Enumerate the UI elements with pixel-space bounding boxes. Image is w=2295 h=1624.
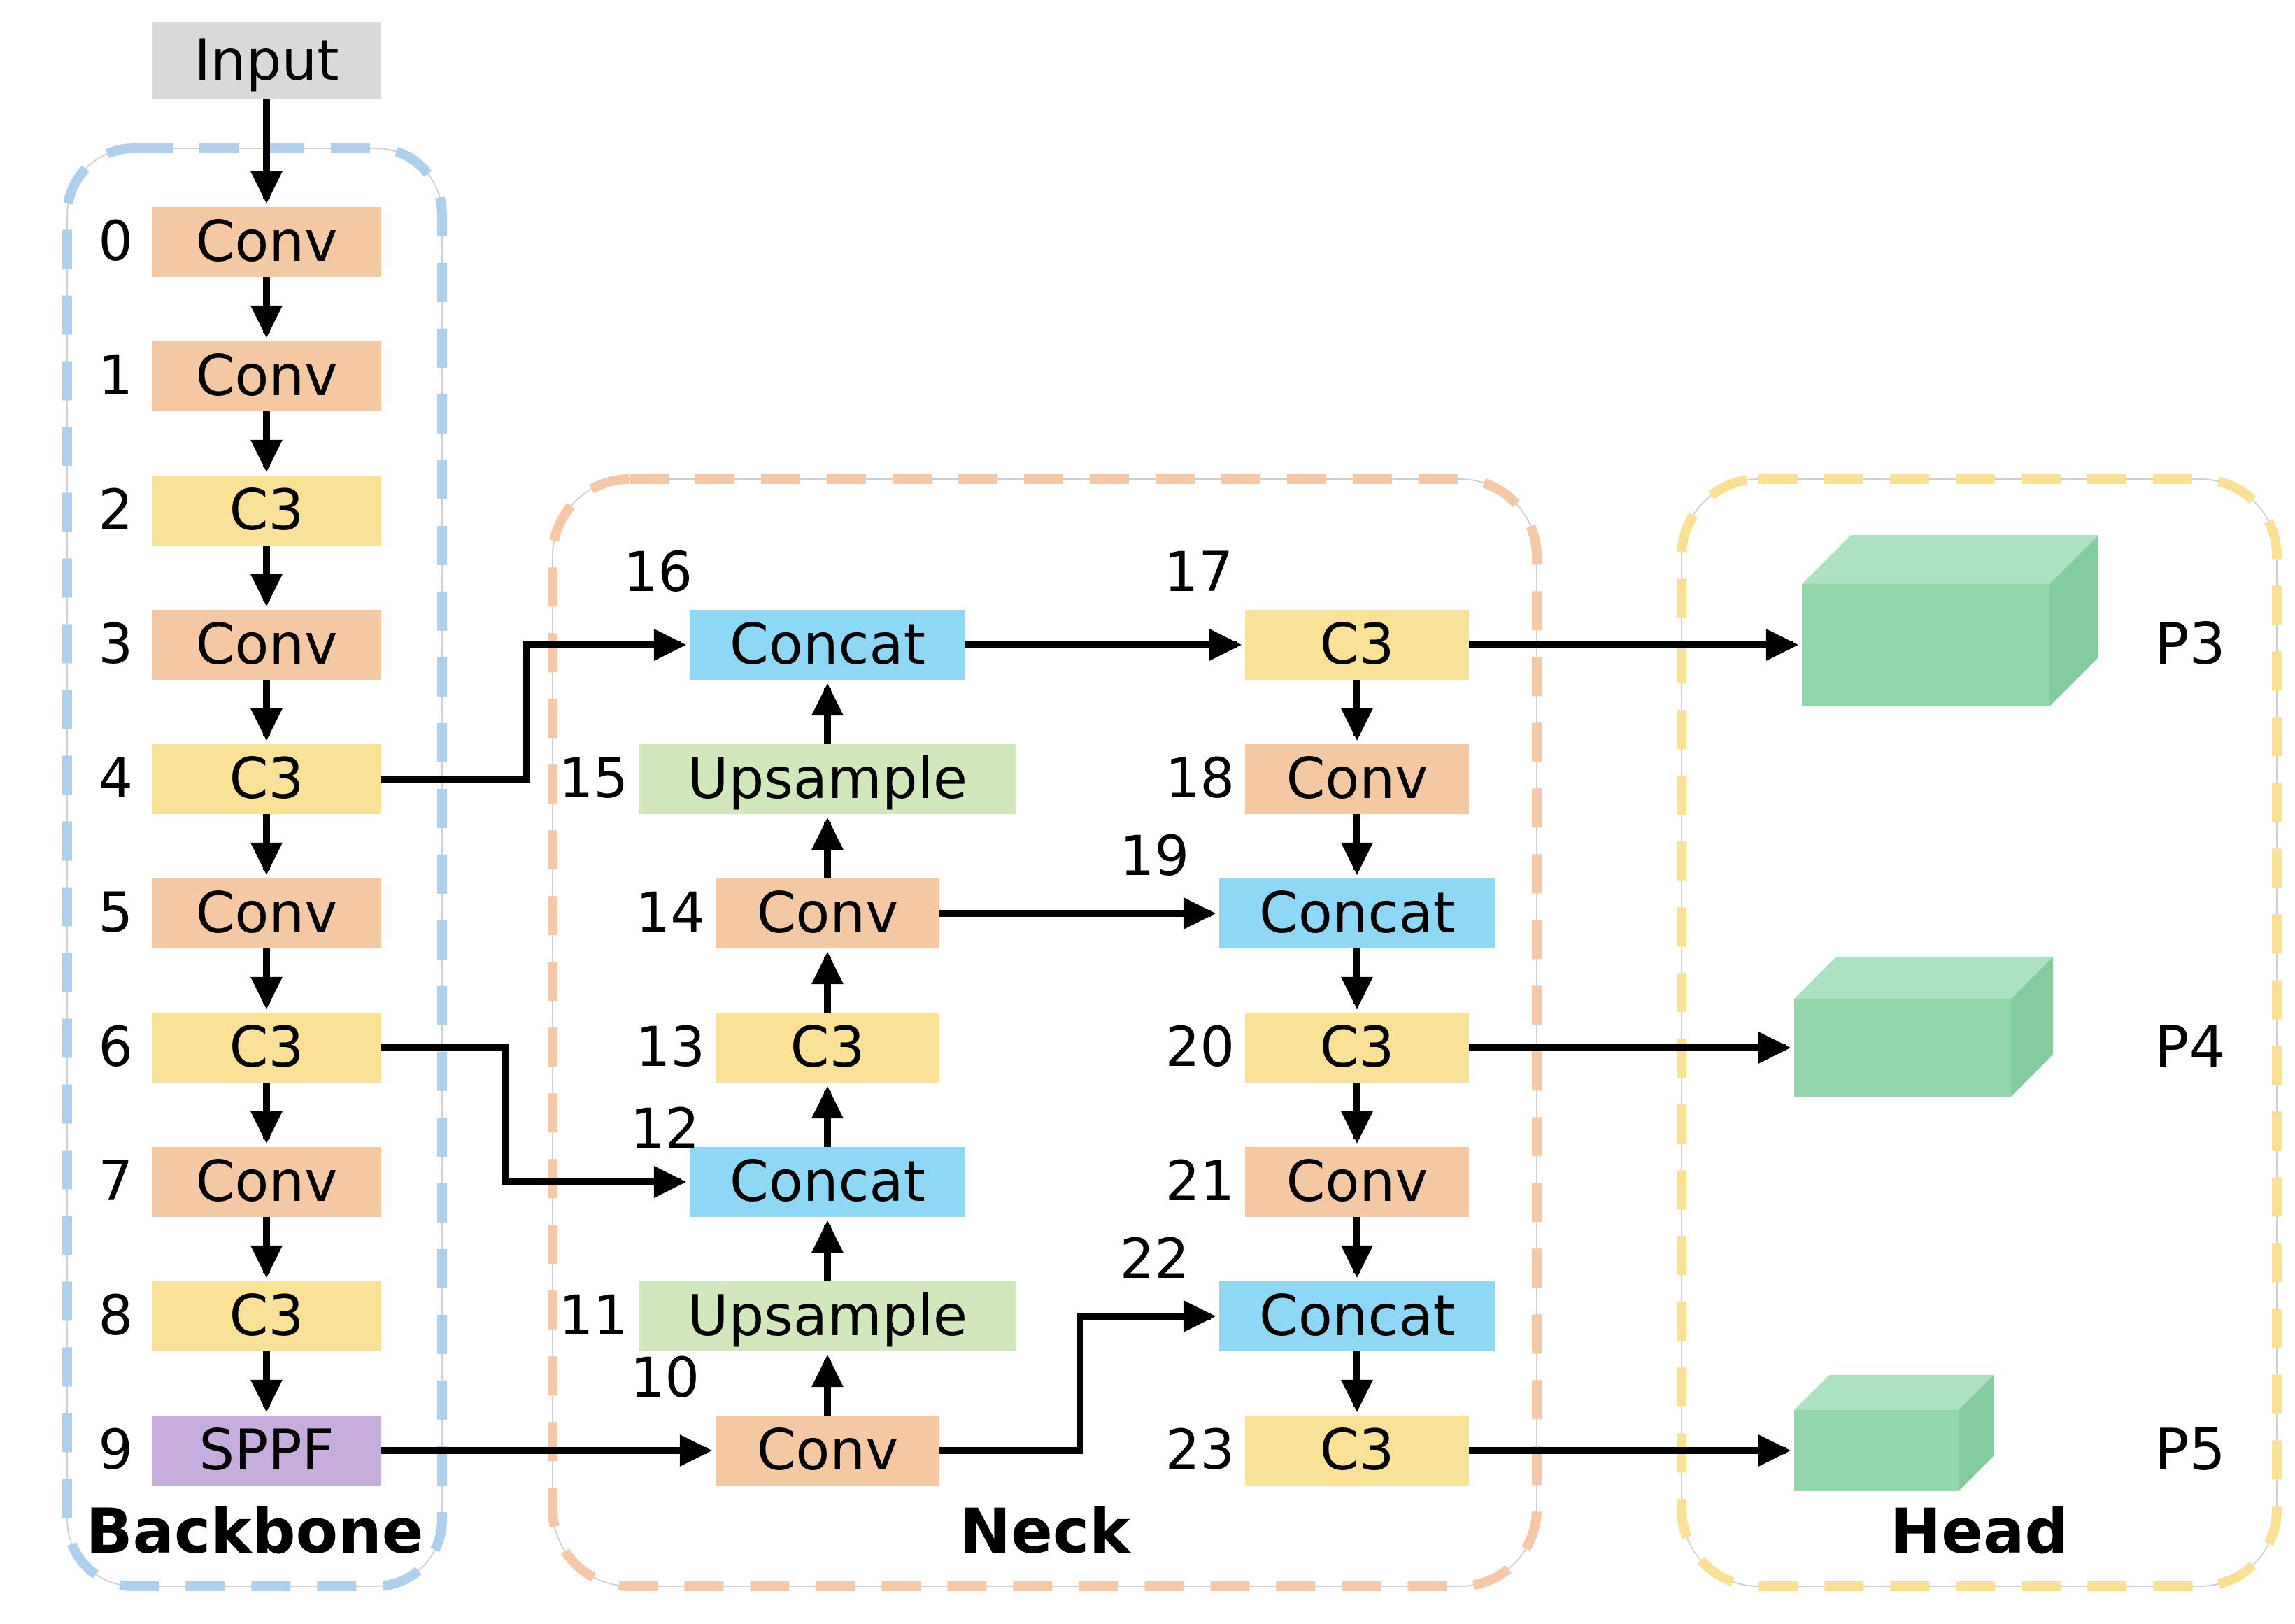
node-19-concat: Concat <box>1219 878 1495 948</box>
node-1-index: 1 <box>98 345 133 408</box>
node-2-c3: C3 <box>152 476 381 546</box>
node-8-c3: C3 <box>152 1281 381 1351</box>
edge-10-22 <box>939 1300 1216 1454</box>
node-13-index: 13 <box>635 1016 705 1079</box>
node-13-c3: C3 <box>716 1013 939 1083</box>
node-19-index: 19 <box>1119 825 1189 888</box>
head-container <box>1677 474 2282 1591</box>
node-9-sppf: SPPF <box>152 1416 381 1486</box>
node-12-concat: Concat <box>690 1147 965 1217</box>
node-15-index: 15 <box>558 748 628 811</box>
node-21-index: 21 <box>1165 1151 1235 1213</box>
p4-feature-cuboid <box>1794 957 2053 1097</box>
node-8-index: 8 <box>98 1285 133 1348</box>
node-2-index: 2 <box>98 479 133 542</box>
node-3-index: 3 <box>98 613 133 676</box>
p3-feature-cuboid <box>1802 535 2098 706</box>
node-12-index: 12 <box>630 1098 699 1161</box>
node-20-c3: C3 <box>1245 1013 1469 1083</box>
node-4-index: 4 <box>98 748 133 811</box>
node-16-concat: Concat <box>690 610 965 680</box>
node-11-index: 11 <box>558 1285 628 1348</box>
node-17-index: 17 <box>1163 541 1233 604</box>
head-title: Head <box>1889 1495 2069 1567</box>
node-14-index: 14 <box>635 882 705 945</box>
node-10-conv: Conv <box>716 1416 939 1486</box>
node-0-index: 0 <box>98 211 133 273</box>
node-6-c3: C3 <box>152 1013 381 1083</box>
p5-label: P5 <box>2154 1417 2226 1483</box>
p4-label: P4 <box>2154 1014 2226 1081</box>
node-16-index: 16 <box>623 541 692 604</box>
node-4-c3: C3 <box>152 744 381 814</box>
node-10-index: 10 <box>630 1347 699 1410</box>
node-9-index: 9 <box>98 1419 133 1482</box>
p3-label: P3 <box>2154 611 2226 678</box>
node-5-index: 5 <box>98 882 133 945</box>
node-3-conv: Conv <box>152 610 381 680</box>
node-11-upsample: Upsample <box>639 1281 1016 1351</box>
node-6-index: 6 <box>98 1016 133 1079</box>
node-18-index: 18 <box>1165 748 1235 811</box>
node-20-index: 20 <box>1165 1016 1235 1079</box>
node-14-conv: Conv <box>716 878 939 948</box>
edge-4-16 <box>381 629 686 783</box>
node-1-conv: Conv <box>152 341 381 411</box>
node-input: Input <box>152 22 381 99</box>
node-18-conv: Conv <box>1245 744 1469 814</box>
node-23-c3: C3 <box>1245 1416 1469 1486</box>
flow-arrows <box>250 99 1798 1467</box>
node-5-conv: Conv <box>152 878 381 948</box>
node-15-upsample: Upsample <box>639 744 1016 814</box>
node-17-c3: C3 <box>1245 610 1469 680</box>
node-0-conv: Conv <box>152 207 381 277</box>
node-22-index: 22 <box>1119 1228 1189 1291</box>
neck-title: Neck <box>959 1495 1130 1567</box>
backbone-title: Backbone <box>85 1495 424 1567</box>
neck-container <box>548 474 1542 1591</box>
backbone-container <box>62 143 447 1591</box>
node-7-index: 7 <box>98 1151 133 1213</box>
node-21-conv: Conv <box>1245 1147 1469 1217</box>
p5-feature-cuboid <box>1794 1375 1994 1491</box>
node-7-conv: Conv <box>152 1147 381 1217</box>
edge-6-12 <box>381 1044 686 1198</box>
node-23-index: 23 <box>1165 1419 1235 1482</box>
node-22-concat: Concat <box>1219 1281 1495 1351</box>
